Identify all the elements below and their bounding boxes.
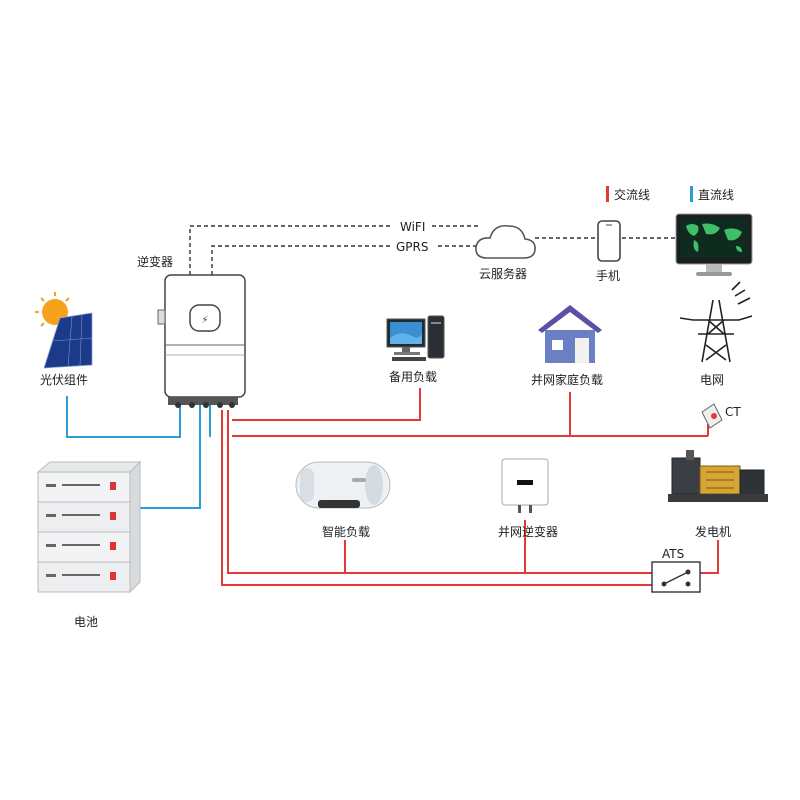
svg-text:⚡: ⚡ — [201, 315, 208, 326]
ac-bus-lower — [221, 410, 652, 586]
solar-panel-icon — [35, 292, 93, 369]
ac-lines — [221, 388, 719, 586]
ats-label: ATS — [662, 547, 684, 561]
hybrid-inverter-icon: ⚡ — [157, 274, 246, 408]
pv-dc-line — [66, 396, 181, 438]
ac-legend-label: 交流线 — [614, 187, 650, 202]
wifi-label: WiFI — [400, 220, 425, 234]
diesel-generator-icon — [668, 450, 768, 502]
dc-legend-label: 直流线 — [698, 188, 734, 202]
battery-dc-line — [127, 402, 201, 509]
cloud-label: 云服务器 — [479, 266, 527, 281]
smartphone-icon — [597, 220, 621, 262]
battery-rack-icon — [36, 460, 142, 594]
comm-lines — [189, 225, 676, 275]
backup-load-line — [232, 388, 421, 421]
legend: 交流线 直流线 — [606, 186, 734, 202]
smart-load-label: 智能负载 — [322, 524, 370, 539]
generator-label: 发电机 — [695, 524, 731, 539]
battery-label: 电池 — [74, 615, 98, 629]
generator-line — [700, 540, 719, 574]
transfer-switch-icon — [651, 561, 701, 593]
wifi-line — [189, 225, 393, 275]
gprs-line — [211, 245, 393, 275]
desktop-computer-icon — [386, 315, 445, 361]
ac-legend-swatch — [606, 186, 609, 202]
grid-label: 电网 — [700, 373, 724, 387]
inverter-label: 逆变器 — [137, 254, 173, 269]
ct-label: CT — [725, 405, 741, 419]
backup-load-label: 备用负载 — [389, 370, 437, 384]
string-inverter-icon — [501, 458, 549, 513]
house-icon — [538, 305, 602, 363]
water-heater-icon — [295, 461, 391, 509]
home-load-label: 并网家庭负载 — [531, 372, 603, 387]
cloud-icon — [475, 224, 536, 259]
phone-label: 手机 — [596, 269, 620, 283]
grid-inverter-label: 并网逆变器 — [498, 524, 558, 539]
transmission-tower-icon — [679, 281, 753, 363]
monitor-world-map-icon — [675, 213, 753, 276]
dc-legend-swatch — [690, 186, 693, 202]
gprs-label: GPRS — [396, 240, 429, 254]
pv-label: 光伏组件 — [40, 373, 88, 387]
ac-bus-upper — [227, 410, 652, 574]
dc-lines — [66, 396, 211, 509]
current-transformer-icon — [701, 403, 723, 429]
